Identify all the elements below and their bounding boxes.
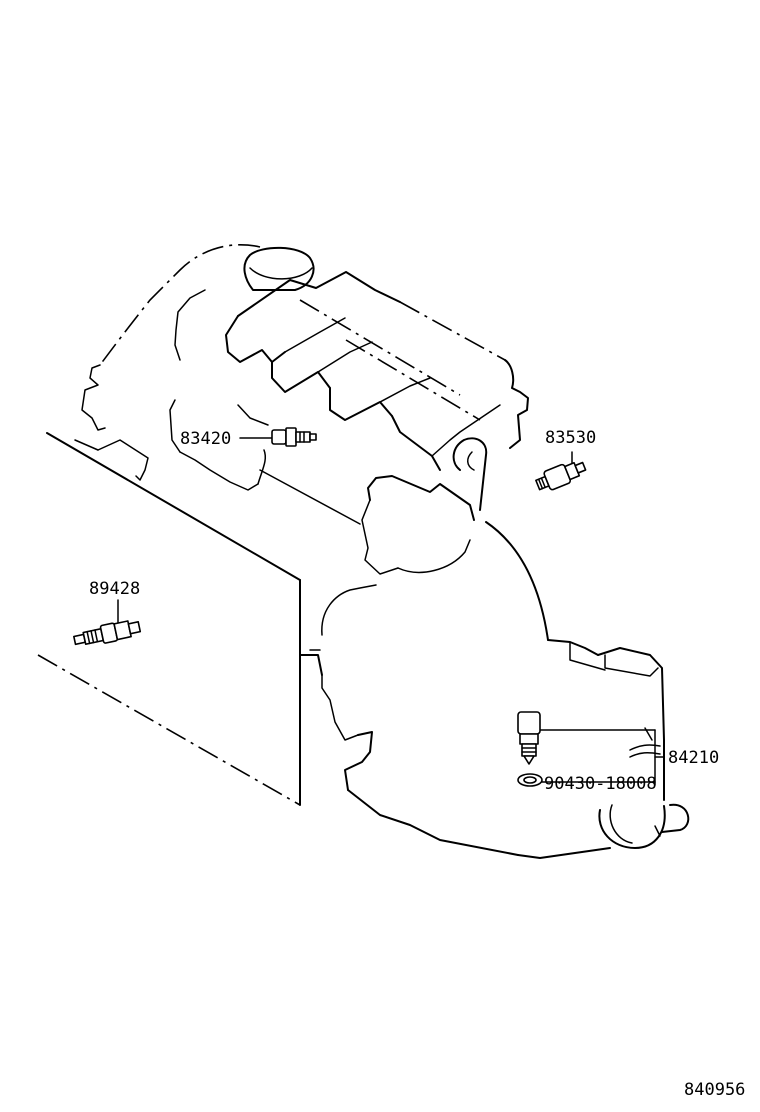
label-89428: 89428: [89, 579, 140, 599]
engine-outline: [81, 243, 690, 859]
gasket-90430: [517, 773, 543, 787]
label-84210: 84210: [668, 748, 719, 768]
label-90430-18008: 90430-18008: [544, 774, 657, 794]
label-83530: 83530: [545, 428, 596, 448]
sensor-83420: [239, 427, 317, 447]
figure-number: 840956: [684, 1080, 745, 1100]
callouts: 83420 83530 89428 84210 90430-18008 8409…: [89, 428, 745, 1100]
sensor-83530: [535, 451, 587, 491]
side-panel: [37, 432, 301, 806]
label-83420: 83420: [180, 429, 231, 449]
sensor-89428: [73, 599, 142, 646]
